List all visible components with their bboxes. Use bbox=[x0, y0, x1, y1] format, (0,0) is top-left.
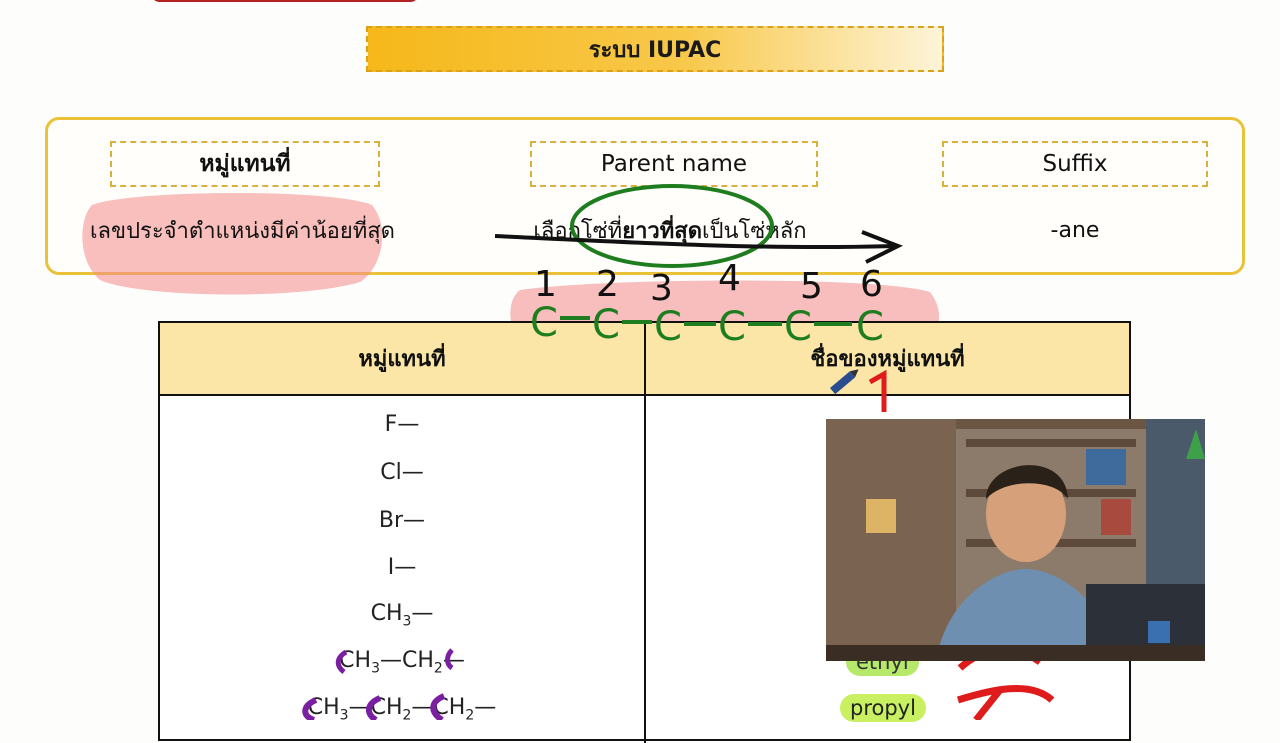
column-divider bbox=[644, 323, 646, 743]
suffix-rule: -ane bbox=[1050, 217, 1100, 243]
parent-rule-post: เป็นโซ่หลัก bbox=[702, 218, 807, 244]
parent-rule-bold: ยาวที่สุด bbox=[622, 218, 703, 244]
parent-rule-pre: เลือกโซ่ที่ bbox=[533, 218, 623, 244]
substituent-rule: เลขประจำตำแหน่งมีค่าน้อยที่สุด bbox=[90, 218, 395, 244]
table-header-substituent: หมู่แทนที่ bbox=[358, 347, 446, 372]
formula-ethyl: CH3—CH2— bbox=[339, 648, 465, 677]
suffix-heading: Suffix bbox=[942, 141, 1208, 187]
page-title: ระบบ IUPAC bbox=[366, 26, 944, 72]
webcam-scene bbox=[826, 419, 1205, 661]
top-decoration bbox=[150, 0, 420, 2]
substituent-heading: หมู่แทนที่ bbox=[110, 141, 380, 187]
formula-fluoro: F— bbox=[384, 412, 420, 437]
presenter-webcam bbox=[826, 419, 1205, 661]
formula-chloro: Cl— bbox=[380, 460, 424, 485]
formula-iodo: I— bbox=[387, 555, 417, 580]
name-propyl: propyl bbox=[840, 694, 926, 722]
formula-propyl: CH3—CH2—CH2— bbox=[307, 695, 497, 724]
parent-name-heading: Parent name bbox=[530, 141, 818, 187]
parent-name-rule: เลือกโซ่ที่ยาวที่สุดเป็นโซ่หลัก bbox=[500, 212, 840, 248]
formula-methyl: CH3— bbox=[370, 601, 434, 630]
formula-bromo: Br— bbox=[378, 508, 426, 533]
table-header-name: ชื่อของหมู่แทนที่ bbox=[810, 347, 965, 372]
